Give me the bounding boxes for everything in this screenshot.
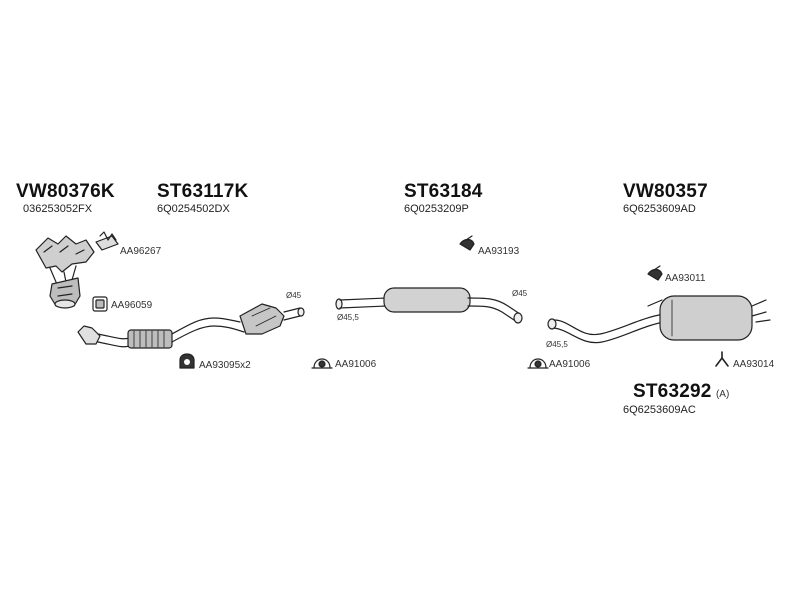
oem-number: 6Q0254502DX [157, 203, 230, 215]
accessory-code: AA91006 [549, 359, 591, 370]
part-number-group: ST63292 (A) [633, 381, 729, 403]
part-number: ST63292 [633, 381, 712, 402]
square-gasket [92, 296, 108, 312]
oem-number: 6Q6253609AC [623, 404, 696, 416]
part-number: VW80357 [623, 181, 708, 202]
accessory-code: AA93011 [665, 273, 706, 284]
part-suffix: (A) [715, 389, 730, 400]
part-number: VW80376K [16, 181, 115, 202]
clamp-ring [179, 353, 195, 369]
rubber-mount [527, 358, 549, 369]
oem-number: 6Q6253609AD [623, 203, 696, 215]
part-number: ST63117K [157, 181, 249, 202]
centre-silencer [335, 287, 523, 324]
bracket [715, 351, 729, 367]
accessory-code: AA93095x2 [199, 360, 251, 371]
diameter-label: Ø45,5 [546, 340, 568, 349]
diameter-label: Ø45 [286, 291, 302, 300]
front-pipe-catalyst [77, 303, 305, 349]
accessory-code: AA93193 [478, 246, 520, 257]
rubber-mount [311, 358, 333, 369]
diameter-label: Ø45 [512, 289, 528, 298]
manifold-gasket [95, 231, 119, 251]
hanger [647, 265, 663, 281]
oem-number: 036253052FX [23, 203, 93, 215]
hanger [459, 235, 475, 251]
accessory-code: AA96059 [111, 300, 153, 311]
accessory-code: AA96267 [120, 246, 162, 257]
diameter-label: Ø45,5 [337, 313, 359, 322]
accessory-code: AA93014 [733, 359, 775, 370]
part-number: ST63184 [404, 181, 483, 202]
exhaust-manifold [35, 235, 95, 309]
rear-silencer [547, 295, 771, 344]
oem-number: 6Q0253209P [404, 203, 469, 215]
accessory-code: AA91006 [335, 359, 377, 370]
